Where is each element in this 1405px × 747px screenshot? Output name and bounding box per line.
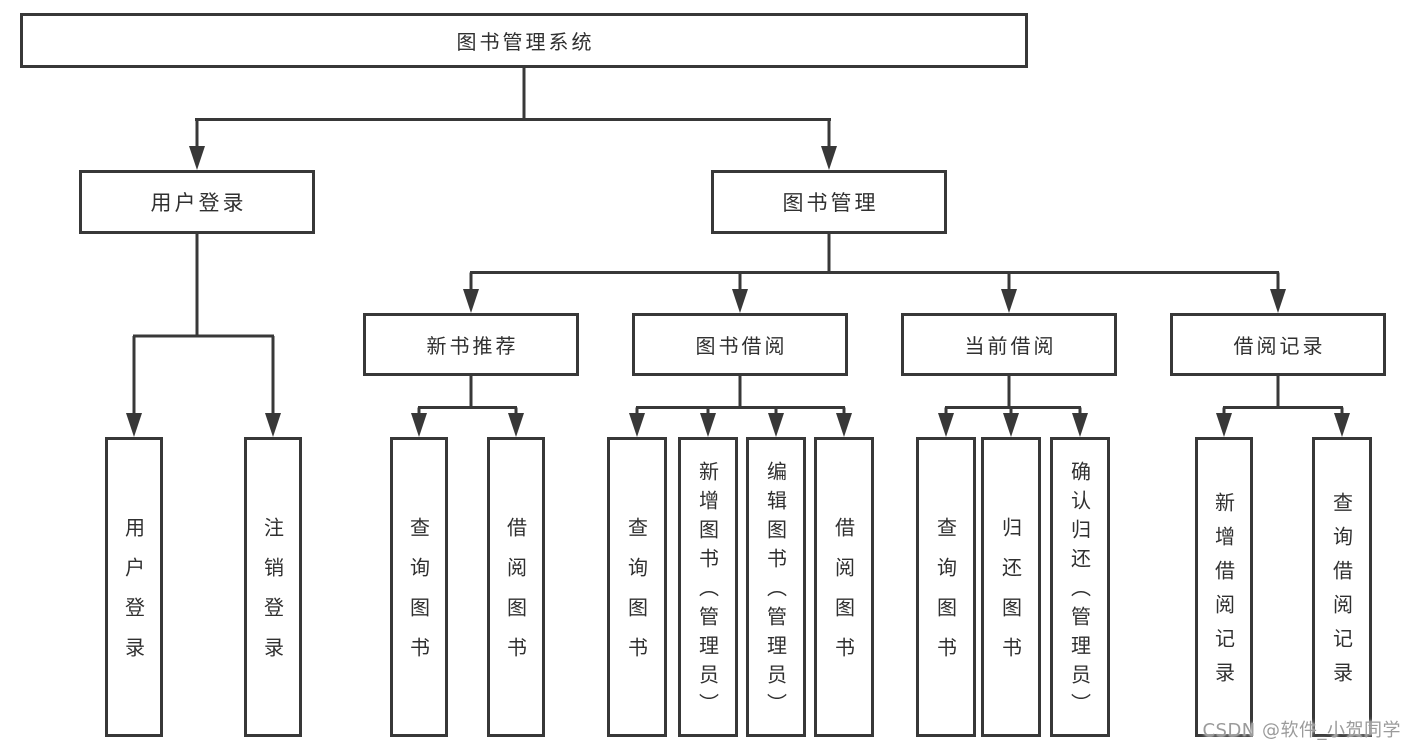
leaf-label: 新增图书（管理员） [695, 461, 720, 722]
node-label: 图书管理系统 [456, 30, 595, 54]
leaf-label: 确认归还（管理员） [1067, 461, 1092, 722]
node-borrowing-records: 借阅记录 [1170, 313, 1386, 376]
leaf-confirm-return-admin: 确认归还（管理员） [1050, 437, 1110, 737]
leaf-borrow-books-recommend: 借阅图书 [487, 437, 545, 737]
leaf-edit-book-admin: 编辑图书（管理员） [746, 437, 806, 737]
node-book-borrowing: 图书借阅 [632, 313, 848, 376]
leaf-query-borrow-record: 查询借阅记录 [1312, 437, 1372, 737]
leaf-label: 编辑图书（管理员） [763, 461, 788, 722]
leaf-query-books-borrowing: 查询图书 [607, 437, 667, 737]
node-label: 新书推荐 [426, 334, 519, 358]
leaf-label: 查询图书 [406, 517, 431, 677]
node-label: 借阅记录 [1233, 334, 1326, 358]
leaf-label: 注销登录 [260, 517, 285, 677]
leaf-logout: 注销登录 [244, 437, 302, 737]
node-new-book-recommend: 新书推荐 [363, 313, 579, 376]
leaf-label: 用户登录 [121, 517, 146, 677]
leaf-borrow-books-borrowing: 借阅图书 [814, 437, 874, 737]
node-library-management-system: 图书管理系统 [20, 13, 1028, 68]
node-user-login: 用户登录 [79, 170, 315, 234]
csdn-watermark: CSDN @软件_小贺同学 [1202, 720, 1401, 741]
node-current-borrowing: 当前借阅 [901, 313, 1117, 376]
leaf-label: 查询图书 [624, 517, 649, 677]
leaf-label: 借阅图书 [831, 517, 856, 677]
leaf-return-books: 归还图书 [981, 437, 1041, 737]
leaf-add-book-admin: 新增图书（管理员） [678, 437, 738, 737]
leaf-label: 借阅图书 [503, 517, 528, 677]
leaf-query-books-current: 查询图书 [916, 437, 976, 737]
node-label: 图书管理 [782, 191, 879, 215]
leaf-add-borrow-record: 新增借阅记录 [1195, 437, 1253, 737]
leaf-label: 查询借阅记录 [1329, 492, 1354, 696]
leaf-query-books-recommend: 查询图书 [390, 437, 448, 737]
leaf-user-login: 用户登录 [105, 437, 163, 737]
leaf-label: 查询图书 [933, 517, 958, 677]
leaf-label: 新增借阅记录 [1211, 492, 1236, 696]
node-book-management: 图书管理 [711, 170, 947, 234]
node-label: 当前借阅 [964, 334, 1057, 358]
node-label: 图书借阅 [695, 334, 788, 358]
leaf-label: 归还图书 [998, 517, 1023, 677]
node-label: 用户登录 [150, 191, 247, 215]
